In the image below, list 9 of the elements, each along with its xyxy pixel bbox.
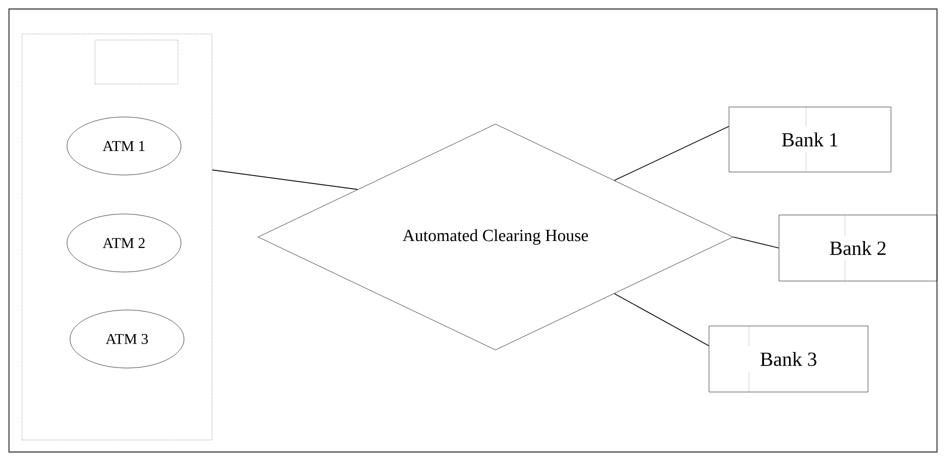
group-box xyxy=(22,34,212,440)
bank-box: Bank 2 xyxy=(778,214,938,282)
connector-line xyxy=(614,126,730,181)
bank-box: Bank 1 xyxy=(728,106,892,172)
connector-line xyxy=(212,170,358,190)
connector-line xyxy=(614,293,710,346)
connector-line xyxy=(732,236,780,248)
bank-box: Bank 3 xyxy=(708,326,868,392)
empty-box xyxy=(94,40,178,84)
